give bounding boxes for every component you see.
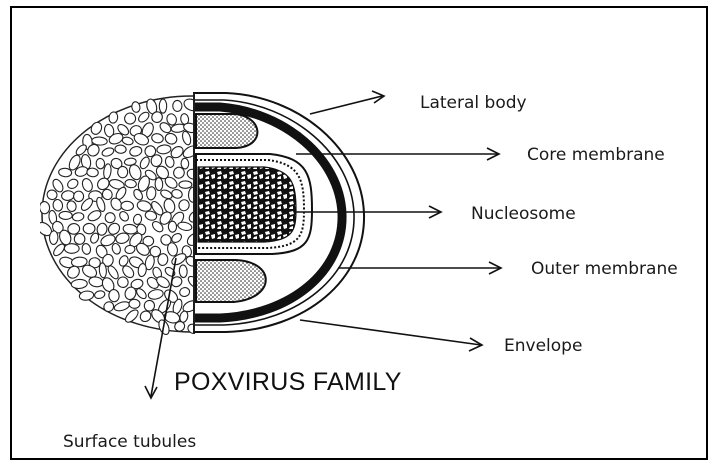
tubule-cell: [64, 244, 79, 254]
lateral-body-arrow: [310, 96, 382, 114]
surface-tubules-label: Surface tubules: [63, 434, 196, 451]
tubule-cell: [129, 299, 140, 308]
upper-lateral-body: [196, 114, 257, 148]
tubule-cell: [49, 231, 58, 245]
tubule-cell: [96, 158, 105, 169]
nucleosome-label: Nucleosome: [471, 206, 576, 223]
envelope-label: Envelope: [504, 338, 582, 355]
tubule-cell: [83, 223, 95, 234]
core-membrane-label: Core membrane: [527, 147, 665, 164]
tubule-cell: [74, 191, 84, 202]
tubule-cell: [159, 99, 166, 113]
tubule-cell: [168, 221, 177, 232]
lateral-body-label: Lateral body: [420, 95, 527, 112]
nucleosome-shape: [198, 167, 296, 242]
tubule-cell: [155, 178, 163, 191]
envelope-arrow: [300, 320, 481, 345]
tubule-cell: [179, 265, 188, 278]
tubule-cell: [121, 201, 134, 211]
tubule-cell: [179, 181, 192, 188]
tubule-cell: [118, 166, 128, 178]
tubule-cell: [181, 158, 189, 169]
lower-lateral-body: [196, 260, 266, 302]
tubule-cell: [173, 100, 183, 111]
outer-membrane-label: Outer membrane: [531, 261, 678, 278]
tubule-cell: [74, 233, 86, 245]
tubule-cell: [115, 145, 127, 154]
diagram-title: POXVIRUS FAMILY: [174, 370, 402, 395]
tubule-cell: [59, 211, 72, 219]
